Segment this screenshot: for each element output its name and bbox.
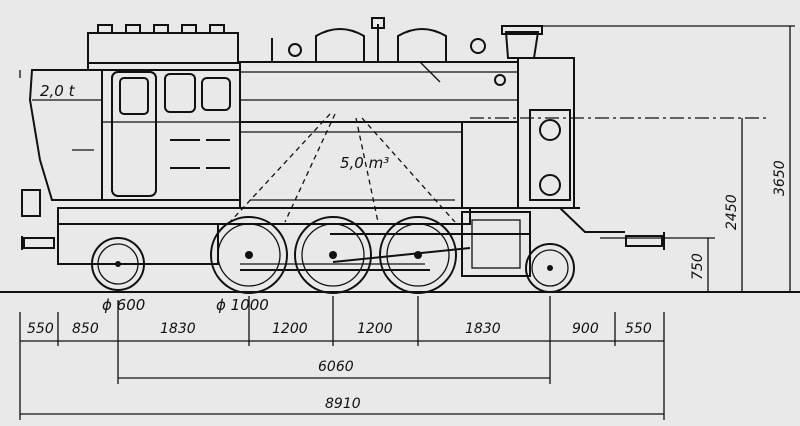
- trailing-wheel-diameter-label: ϕ 600: [102, 296, 145, 314]
- trailing-wheel: [91, 237, 145, 291]
- dim-label-3: 1830: [160, 321, 196, 337]
- water-capacity-label: 5,0 m³: [340, 154, 389, 172]
- dim-label-6: 1830: [465, 321, 501, 337]
- total-height-label: 3650: [772, 160, 788, 196]
- dim-label-2: 850: [72, 321, 99, 337]
- driving-wheel-2: [294, 216, 372, 294]
- front-buffer: [625, 232, 665, 250]
- dim-label-4: 1200: [272, 321, 308, 337]
- driving-wheel-diameter-label: ϕ 1000: [216, 296, 269, 314]
- leading-wheel: [525, 243, 575, 293]
- dim-label-8: 550: [625, 321, 652, 337]
- driving-wheel-3: [379, 216, 457, 294]
- dimension-chain: [19, 296, 665, 420]
- boiler: [239, 17, 519, 123]
- wheelbase-label: 6060: [318, 359, 354, 375]
- water-capacity-leaders: [229, 113, 456, 223]
- cylinder: [461, 211, 531, 277]
- frame: [57, 207, 625, 265]
- coal-capacity-label: 2,0 t: [40, 82, 76, 100]
- side-rods: [240, 247, 471, 271]
- cab: [87, 24, 241, 201]
- driving-wheel-1: [210, 216, 288, 294]
- dim-label-5: 1200: [357, 321, 393, 337]
- dim-label-1: 550: [27, 321, 54, 337]
- length-over-buffers-label: 8910: [325, 396, 361, 412]
- rear-buffer: [21, 236, 55, 250]
- boiler-center-height-label: 2450: [724, 194, 740, 230]
- coal-bunker: [19, 69, 103, 217]
- smokebox: [501, 25, 575, 209]
- dim-label-7: 900: [572, 321, 599, 337]
- buffer-height-label: 750: [690, 253, 706, 280]
